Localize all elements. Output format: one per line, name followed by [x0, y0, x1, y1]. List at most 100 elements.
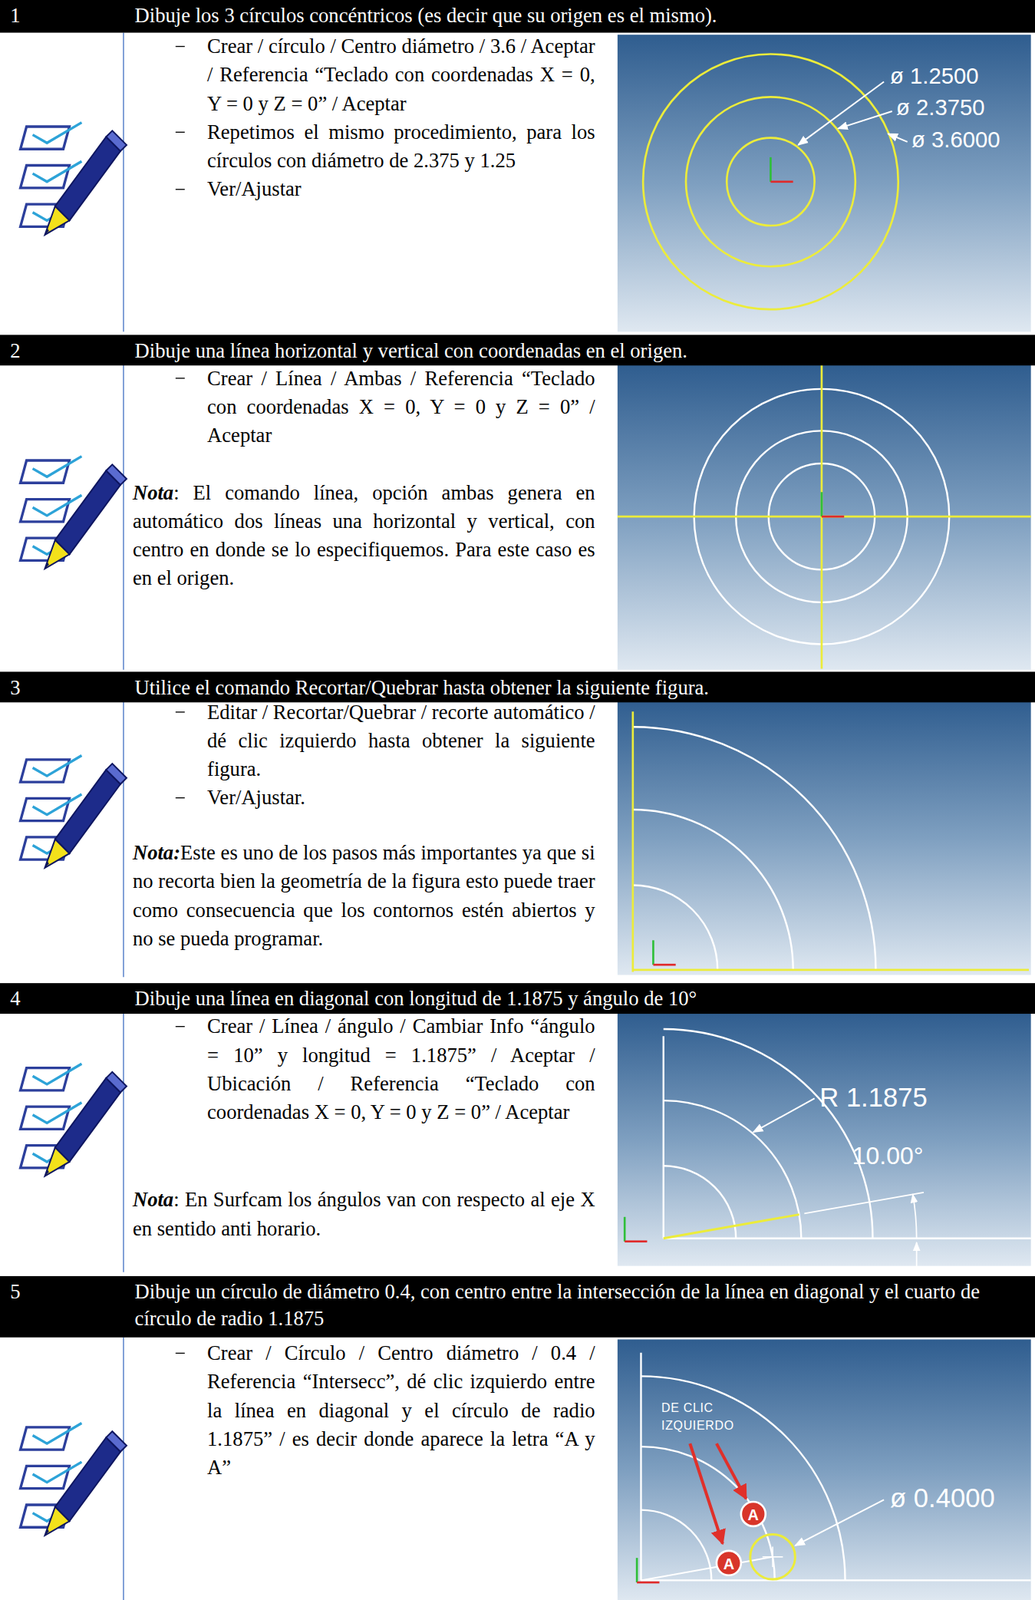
checklist-icon: [20, 1063, 127, 1176]
screenshot-background: [617, 34, 1032, 332]
instruction-text: Editar / Recortar/Quebrar / recorte auto…: [207, 700, 596, 781]
vertical-line: [631, 711, 634, 972]
step2-drawing: [617, 364, 1032, 669]
bullet-dash: [175, 377, 185, 380]
step-number: 2: [9, 336, 20, 364]
step-title: Dibuje una línea en diagonal con longitu…: [135, 985, 1029, 1012]
note-label: Nota: [132, 481, 174, 504]
dimension-label: ø 3.6000: [911, 126, 1001, 154]
instruction-text: Ver/Ajustar.: [207, 785, 306, 808]
instruction-list: Editar / Recortar/Quebrar / recorte auto…: [132, 697, 596, 812]
callout-marker: A: [740, 1500, 768, 1528]
axis-y: [636, 1557, 639, 1583]
instruction-text: Crear / Círculo / Centro diámetro / 0.4 …: [207, 1341, 596, 1478]
bullet-item: Ver/Ajustar.: [132, 782, 596, 811]
note-text: : En Surfcam los ángulos van con respect…: [132, 1188, 596, 1240]
checklist-icon: [20, 1423, 127, 1536]
dimension-label: ø 2.3750: [896, 95, 986, 122]
axis-x: [652, 963, 676, 966]
bullet-dash: [175, 1352, 185, 1355]
step4-drawing: [624, 1028, 1031, 1268]
checklist-icon: [20, 456, 127, 569]
instruction-text: Crear / círculo / Centro diámetro / 3.6 …: [207, 34, 596, 115]
screenshots: [617, 34, 1032, 1600]
axis-y: [769, 157, 772, 182]
step-header-band: 5 Dibuje un círculo de diámetro 0.4, con …: [0, 1275, 1035, 1338]
axis-x: [770, 180, 793, 183]
axis-x: [636, 1581, 660, 1584]
arc-geometry: [632, 809, 794, 970]
instruction-callout: DE CLIC IZQUIERDO: [661, 1399, 742, 1434]
leader-line: [887, 133, 907, 142]
vertical-line: [639, 1352, 642, 1581]
checklist-icon: [20, 122, 127, 235]
arc-geometry: [632, 726, 877, 970]
note-paragraph: Nota: El comando línea, opción ambas gen…: [132, 477, 596, 593]
screenshot-background: [617, 698, 1032, 975]
note-label: Nota:: [132, 840, 181, 864]
bullet-item: Crear / círculo / Centro diámetro / 3.6 …: [132, 31, 596, 118]
column-rule: [122, 1337, 124, 1600]
angle-dimension-arc: [913, 1193, 917, 1238]
dimension-label: 10.00°: [852, 1140, 924, 1170]
diagonal-line: [663, 1214, 800, 1239]
extension-line: [804, 1192, 924, 1214]
dimension-label: ø 0.4000: [889, 1482, 996, 1514]
note-text: Este es uno de los pasos más importantes…: [132, 840, 596, 950]
bullet-dash: [175, 797, 185, 799]
instruction-text: Crear / Línea / ángulo / Cambiar Info “á…: [207, 1014, 596, 1123]
note-paragraph: Nota: En Surfcam los ángulos van con res…: [132, 1185, 596, 1243]
axis-y: [623, 1216, 627, 1242]
circle-geometry: [726, 138, 815, 226]
step-header-band: 2Dibuje una línea horizontal y vertical …: [0, 334, 1035, 366]
vertical-line: [662, 1035, 665, 1238]
step-number: 1: [9, 2, 20, 30]
step3-drawing: [632, 711, 1029, 972]
bullet-dash: [175, 711, 185, 713]
screenshot-background: [617, 1012, 1032, 1266]
horizontal-line: [632, 969, 1029, 972]
column-rule: [122, 1010, 124, 1273]
instruction-list: Crear / Línea / Ambas / Referencia “Tecl…: [132, 363, 596, 450]
step-title: Dibuje un círculo de diámetro 0.4, con c…: [135, 1278, 1029, 1332]
dimension-label: ø 1.2500: [889, 62, 979, 90]
instruction-list: Crear / Línea / ángulo / Cambiar Info “á…: [132, 1011, 596, 1126]
center-mark: [771, 1546, 774, 1568]
bullet-item: Repetimos el mismo procedimiento, para l…: [132, 117, 596, 175]
column-rule: [122, 698, 124, 977]
step-title: Utilice el comando Recortar/Quebrar hast…: [135, 673, 1029, 701]
axis-x: [624, 1239, 647, 1243]
arc-geometry: [632, 884, 718, 970]
step-header-band: 4 Dibuje una línea en diagonal con longit…: [0, 982, 1035, 1014]
axis-x: [821, 515, 844, 518]
arc-geometry: [663, 1100, 802, 1239]
axis-y: [820, 491, 824, 517]
step-number: 5: [9, 1278, 20, 1306]
bullet-dash: [175, 1025, 185, 1028]
circle-geometry: [750, 1534, 796, 1580]
instruction-list: Crear / Círculo / Centro diámetro / 0.4 …: [132, 1338, 596, 1481]
step5-drawing: [636, 1352, 1032, 1583]
bullet-item: Crear / Círculo / Centro diámetro / 0.4 …: [132, 1338, 596, 1481]
horizontal-line: [617, 515, 1032, 518]
step-number: 4: [9, 985, 20, 1012]
step-header-band: 3Utilice el comando Recortar/Quebrar has…: [0, 671, 1035, 703]
instruction-text: Crear / Línea / Ambas / Referencia “Tecl…: [207, 366, 596, 447]
instruction-text: Ver/Ajustar: [207, 177, 302, 200]
dimension-label: R 1.1875: [819, 1081, 927, 1114]
pointer-arrow: [716, 1443, 747, 1499]
table-lines: [122, 32, 124, 1600]
bullet-item: Editar / Recortar/Quebrar / recorte auto…: [132, 697, 596, 784]
pointer-arrow: [689, 1443, 723, 1543]
callout-letter: A: [723, 1553, 735, 1572]
bullet-dash: [175, 188, 185, 191]
axis-y: [652, 939, 655, 965]
leader-line: [753, 1097, 815, 1132]
horizontal-line: [640, 1578, 1031, 1581]
bullet-item: Crear / Línea / Ambas / Referencia “Tecl…: [132, 363, 596, 450]
instruction-list: Crear / círculo / Centro diámetro / 3.6 …: [132, 31, 596, 204]
leader-line: [837, 111, 893, 129]
step-header-band: 1Dibuje los 3 círculos concéntricos (es …: [0, 0, 1035, 33]
callout-letter: A: [748, 1505, 759, 1523]
arc-geometry: [640, 1446, 775, 1580]
